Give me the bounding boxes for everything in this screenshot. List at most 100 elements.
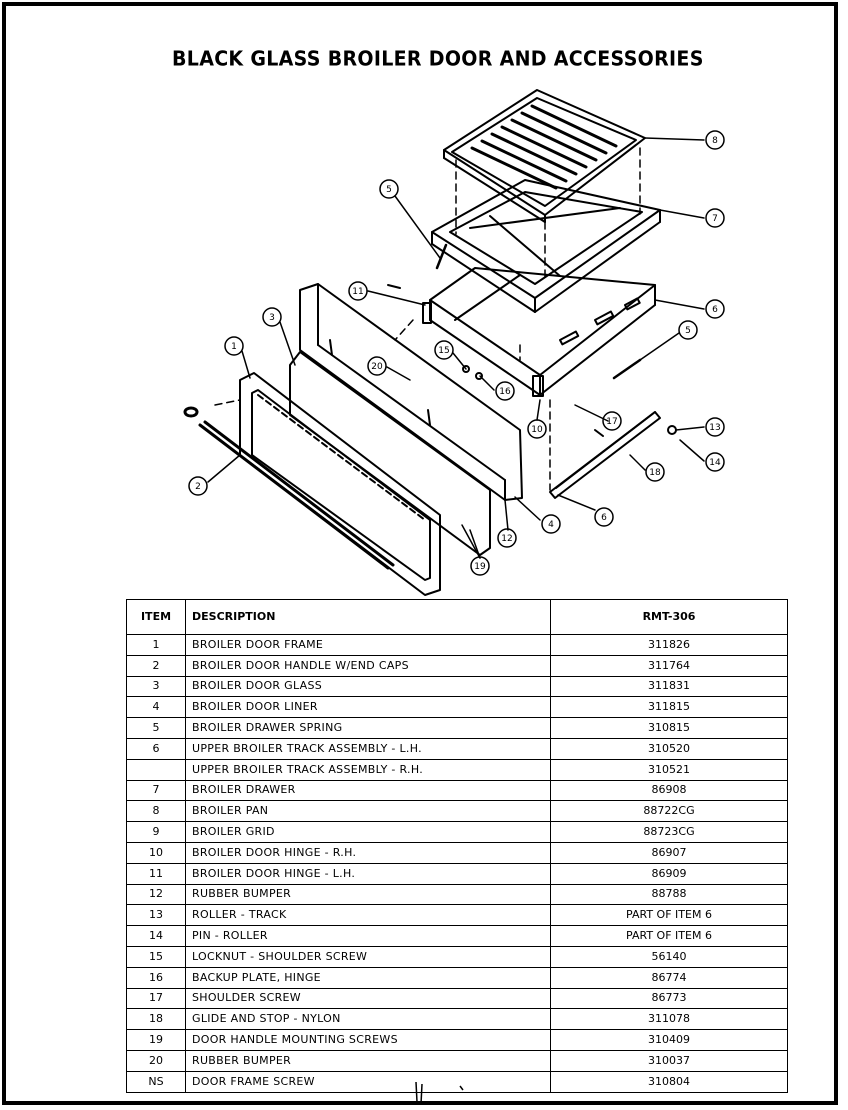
cell-part-number: 310815	[550, 717, 788, 739]
cell-description: BROILER DRAWER SPRING	[185, 717, 551, 739]
cell-description: RUBBER BUMPER	[185, 1049, 551, 1072]
callout-6: 6	[601, 513, 607, 523]
cell-description: BROILER DOOR HANDLE W/END CAPS	[185, 654, 551, 677]
cell-description: RUBBER BUMPER	[185, 883, 551, 906]
cell-item: 10	[126, 841, 186, 864]
cell-description: GLIDE AND STOP - NYLON	[185, 1008, 551, 1031]
callout-20: 20	[371, 362, 383, 372]
callout-11: 11	[352, 287, 363, 297]
cell-item: 19	[126, 1029, 186, 1051]
cell-description: BROILER DOOR HINGE - L.H.	[185, 862, 551, 885]
door-liner-drawing	[299, 283, 523, 501]
cell-item: 17	[126, 987, 186, 1010]
cell-item: 6	[126, 737, 186, 760]
cell-description: ROLLER - TRACK	[185, 904, 551, 927]
cell-part-number: 88723CG	[550, 821, 788, 843]
cell-part-number: 311764	[550, 654, 788, 677]
callout-circles	[188, 130, 725, 576]
cell-description: BROILER DOOR GLASS	[185, 675, 551, 698]
callout-19: 19	[474, 562, 486, 572]
cell-item: 8	[126, 800, 186, 823]
cell-description: BROILER DOOR HINGE - R.H.	[185, 841, 551, 864]
broiler-drawer-drawing	[429, 267, 656, 396]
cell-item: 20	[126, 1049, 186, 1072]
cell-part-number: 310521	[550, 758, 788, 781]
callout-labels: 8 7 6 5 5 11 3 1 2 20 15 16 4 12 19 6 18…	[195, 136, 721, 572]
cell-part-number: 86773	[550, 987, 788, 1010]
cell-part-number: 86909	[550, 862, 788, 885]
cell-description: BROILER DRAWER	[185, 779, 551, 802]
cell-description: BROILER DOOR LINER	[185, 696, 551, 719]
guide-lines	[214, 147, 641, 491]
cell-item: 13	[126, 904, 186, 927]
cell-item: 18	[126, 1008, 186, 1031]
callout-7: 6	[712, 305, 718, 315]
cell-part-number: 88722CG	[550, 800, 788, 823]
cell-description: SHOULDER SCREW	[185, 987, 551, 1010]
cell-item: 1	[126, 634, 186, 656]
callout-8: 7	[712, 214, 718, 224]
header-item: ITEM	[126, 599, 186, 635]
cell-part-number: PART OF ITEM 6	[550, 904, 788, 927]
cell-description: UPPER BROILER TRACK ASSEMBLY - R.H.	[185, 758, 551, 781]
cell-part-number: 311078	[550, 1008, 788, 1031]
cell-part-number: 310037	[550, 1049, 788, 1072]
cell-description: LOCKNUT - SHOULDER SCREW	[185, 945, 551, 968]
callout-17: 17	[606, 417, 617, 427]
cell-description: BROILER PAN	[185, 800, 551, 823]
leader-lines	[207, 137, 705, 559]
cell-item: 4	[126, 696, 186, 719]
broiler-grid-drawing	[443, 89, 646, 223]
door-glass-drawing	[289, 351, 491, 556]
cell-item: 14	[126, 925, 186, 947]
table-header-row: ITEM DESCRIPTION RMT-306	[126, 599, 788, 635]
cell-description: BROILER DOOR FRAME	[185, 634, 551, 656]
cell-part-number: 310804	[550, 1070, 788, 1093]
callout-10: 10	[531, 425, 543, 435]
cell-item: 5	[126, 717, 186, 739]
page-title: BLACK GLASS BROILER DOOR AND ACCESSORIES	[172, 47, 704, 71]
cell-item: 15	[126, 945, 186, 968]
cell-part-number: 88788	[550, 883, 788, 906]
header-part-number: RMT-306	[550, 599, 788, 635]
callout-9: 8	[712, 136, 718, 146]
cell-item: 11	[126, 862, 186, 885]
cell-part-number: 310520	[550, 737, 788, 760]
door-handle-drawing	[183, 406, 395, 570]
scan-marks	[412, 1078, 472, 1110]
cell-item	[126, 758, 186, 781]
cell-item: 16	[126, 966, 186, 989]
spring-drawing	[435, 243, 642, 380]
callout-5-right: 5	[685, 326, 691, 336]
cell-part-number: 86774	[550, 966, 788, 989]
cell-part-number: 311815	[550, 696, 788, 719]
cell-description: DOOR HANDLE MOUNTING SCREWS	[185, 1029, 551, 1051]
cell-part-number: 311826	[550, 634, 788, 656]
page-border	[2, 2, 838, 1105]
callout-1: 1	[231, 342, 237, 352]
callout-3: 3	[269, 313, 275, 323]
callout-5-left: 5	[386, 185, 392, 195]
cell-description: PIN - ROLLER	[185, 925, 551, 947]
callout-15: 15	[438, 346, 449, 356]
broiler-pan-drawing	[431, 179, 661, 313]
exploded-parts-diagram: 8 7 6 5 5 11 3 1 2 20 15 16 4 12 19 6 18…	[183, 89, 725, 596]
cell-part-number: 310409	[550, 1029, 788, 1051]
door-frame-drawing	[239, 372, 441, 596]
callout-12: 12	[501, 534, 512, 544]
callout-16: 16	[499, 387, 511, 397]
